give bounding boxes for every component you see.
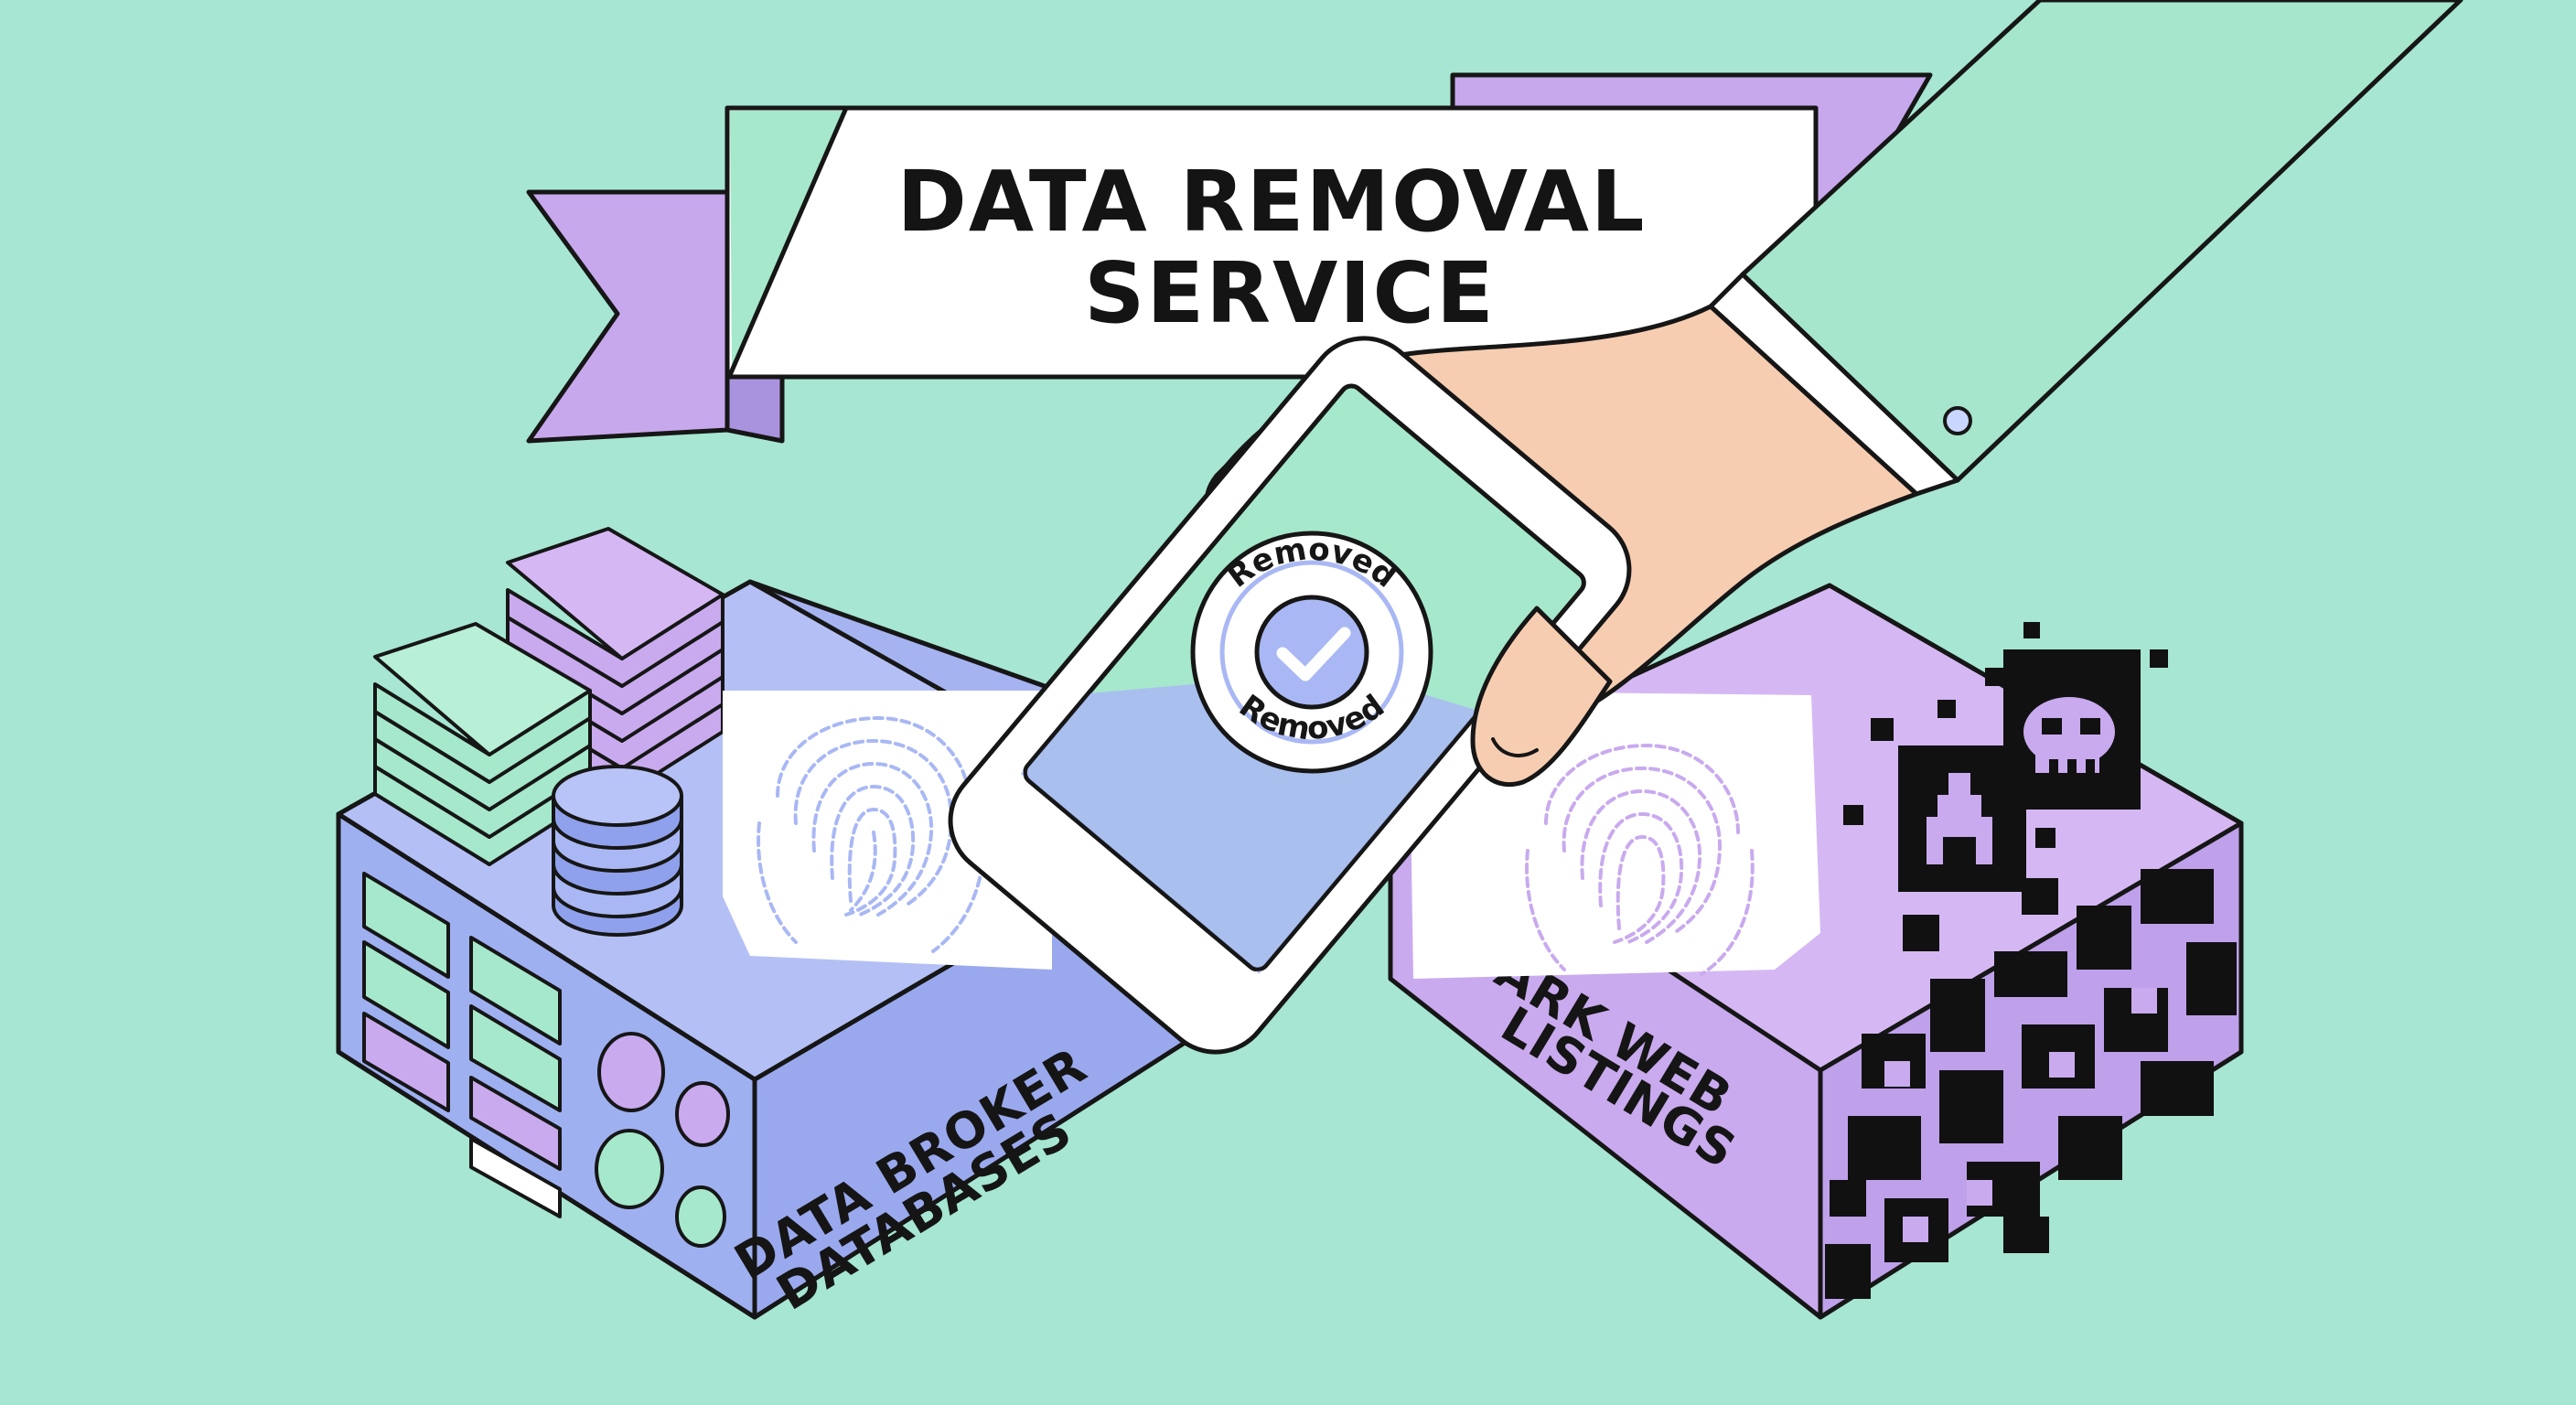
pixel-noise — [1825, 869, 2237, 1299]
pixel-bits — [1843, 622, 2168, 892]
dial-1 — [597, 1032, 665, 1112]
checkmark-icon-bg — [1254, 595, 1369, 710]
dial-4 — [675, 1185, 726, 1248]
alien-icon — [1898, 745, 2026, 892]
fingerprint-icon — [1525, 743, 1755, 976]
ribbon-left-tail — [526, 189, 730, 444]
server-stack-green-icon — [373, 622, 592, 866]
removed-badge: Removed Removed — [1190, 531, 1433, 774]
panel-3 — [362, 940, 450, 1049]
panel-6 — [469, 1076, 562, 1171]
cuff-button — [1943, 406, 1972, 435]
panel-5 — [362, 1012, 450, 1112]
dial-3 — [595, 1129, 664, 1209]
left-fingerprint-strip — [723, 691, 1052, 970]
panel-1 — [362, 872, 450, 979]
thumb — [1470, 606, 1613, 788]
coin-stack-icon — [552, 765, 683, 937]
dial-2 — [675, 1081, 730, 1147]
ribbon-left-fold — [724, 374, 785, 444]
fingerprint-icon — [757, 715, 986, 953]
banner-title-line2: SERVICE — [1084, 244, 1496, 342]
banner-title-line1: DATA REMOVAL — [896, 153, 1646, 251]
panel-4 — [469, 1004, 562, 1112]
panel-2 — [469, 936, 562, 1046]
panel-7 — [469, 1137, 562, 1218]
checkmark-icon — [1276, 627, 1351, 681]
